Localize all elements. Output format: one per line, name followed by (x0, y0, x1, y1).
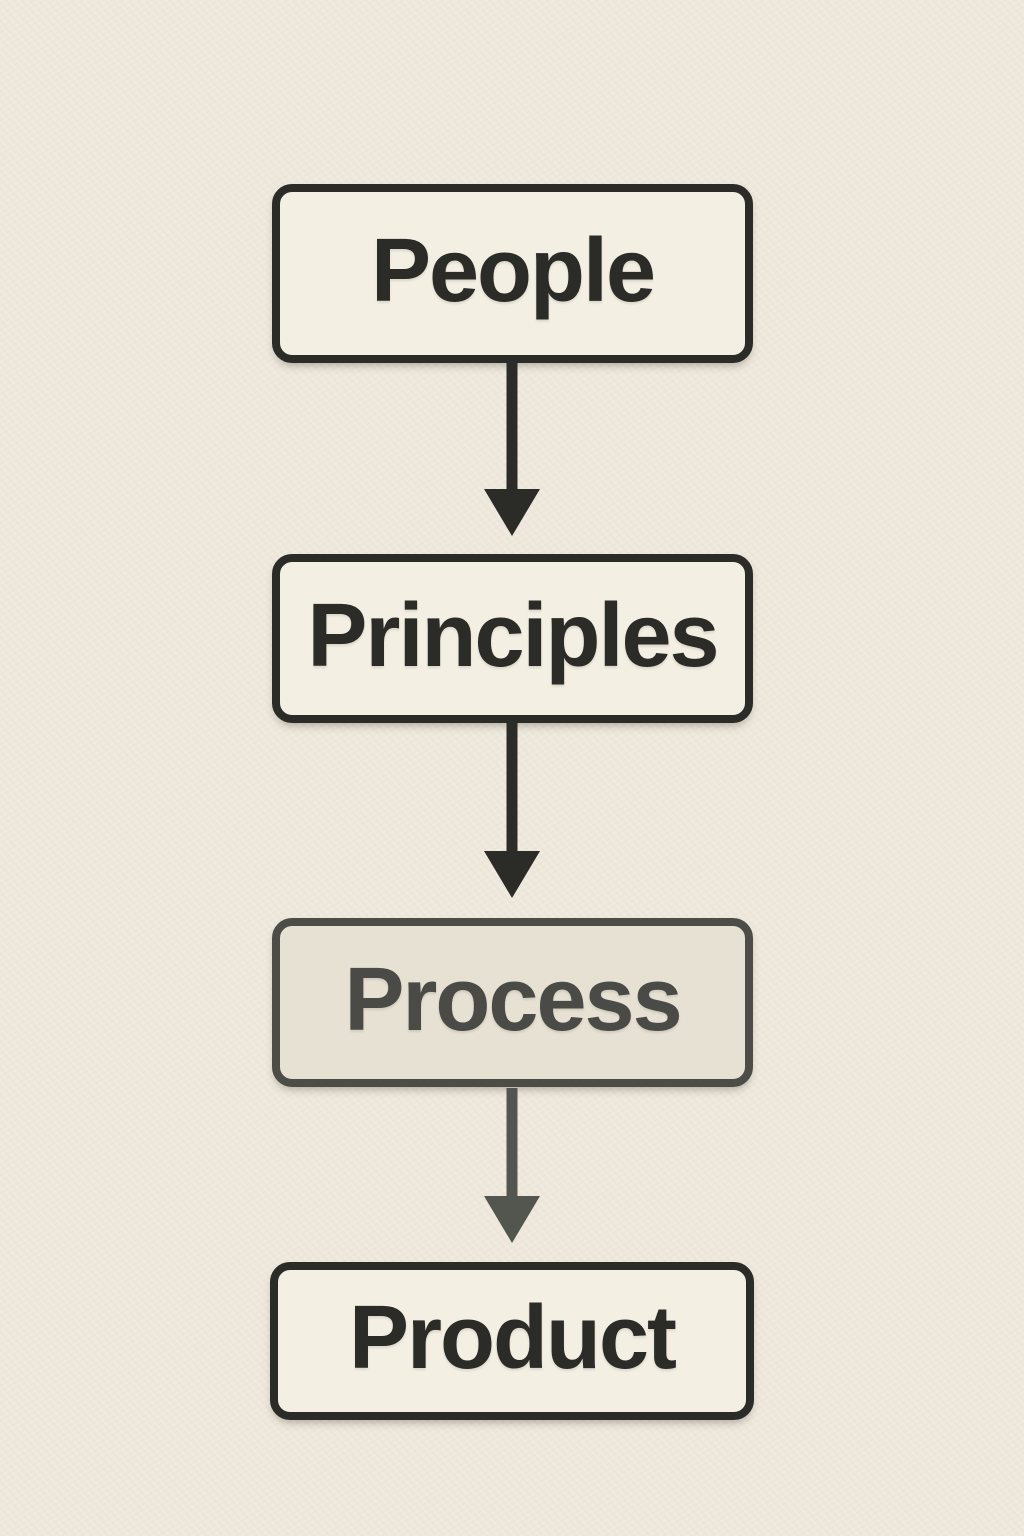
flow-node-product: Product (270, 1262, 754, 1420)
arrow-down-icon (484, 722, 540, 898)
flow-node-process: Process (272, 918, 753, 1087)
flow-node-people: People (272, 184, 753, 363)
flow-node-principles: Principles (272, 554, 753, 723)
arrow-down-icon (484, 362, 540, 536)
node-label-product: Product (348, 1288, 677, 1388)
node-label-principles: Principles (307, 585, 719, 686)
arrow-down-icon (484, 1088, 540, 1243)
node-label-process: Process (344, 949, 682, 1050)
node-label-people: People (370, 220, 656, 321)
